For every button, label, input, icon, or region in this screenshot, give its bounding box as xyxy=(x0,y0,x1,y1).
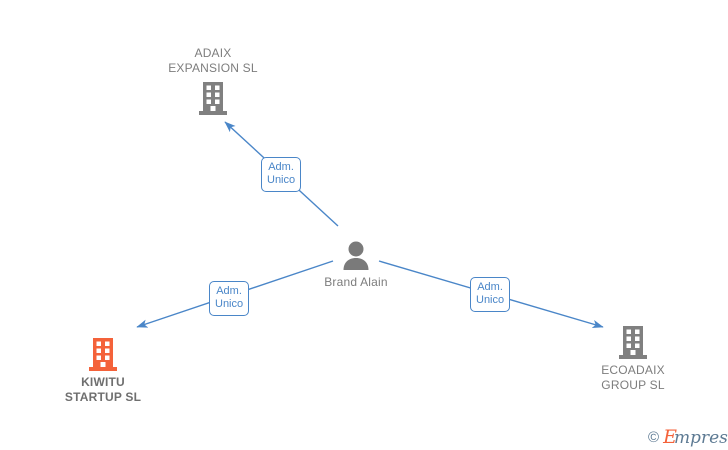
empresia-watermark: © E mpresia xyxy=(648,428,728,447)
brand-name: mpresia xyxy=(673,428,728,448)
edge-label-adm-unico-adaix[interactable]: Adm. Unico xyxy=(261,157,302,192)
node-label: ECOADAIX GROUP SL xyxy=(601,363,665,392)
building-icon xyxy=(89,338,117,371)
node-kiwitu-startup-sl[interactable]: KIWITU STARTUP SL xyxy=(23,336,183,405)
edge-label-adm-unico-kiwitu[interactable]: Adm. Unico xyxy=(209,281,250,316)
brand-initial: E xyxy=(663,426,677,448)
node-label: ADAIX EXPANSION SL xyxy=(168,46,258,75)
building-icon xyxy=(619,326,647,359)
building-icon xyxy=(199,82,227,115)
node-brand-alain[interactable]: Brand Alain xyxy=(276,240,436,290)
edge-label-adm-unico-ecoadaix[interactable]: Adm. Unico xyxy=(470,277,511,312)
node-label: Brand Alain xyxy=(324,275,388,289)
node-label: KIWITU STARTUP SL xyxy=(64,375,142,404)
node-adaix-expansion-sl[interactable]: ADAIX EXPANSION SL xyxy=(133,46,293,116)
copyright-icon: © xyxy=(648,429,660,446)
node-ecoadaix-group-sl[interactable]: ECOADAIX GROUP SL xyxy=(553,324,713,393)
person-icon xyxy=(343,241,369,270)
